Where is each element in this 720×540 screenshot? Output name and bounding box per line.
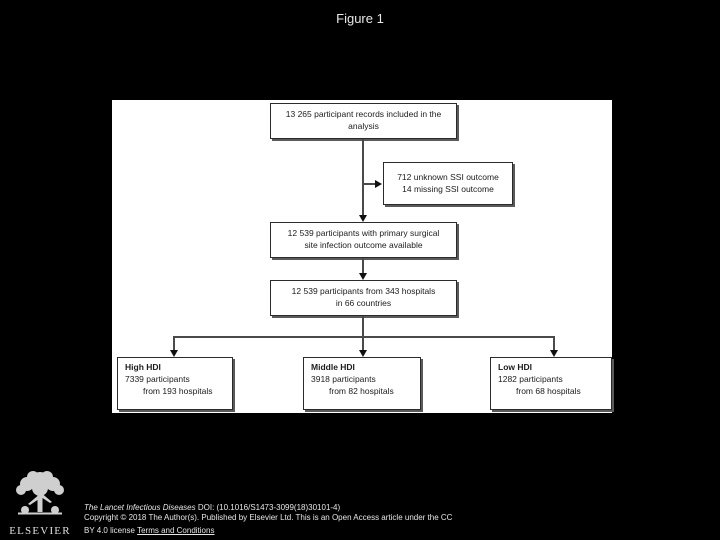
flowchart-box-middle-hdi: Middle HDI 3918 participants from 82 hos… <box>303 357 421 410</box>
connector-drop-high <box>173 336 175 350</box>
flowchart-box-high-hdi: High HDI 7339 participants from 193 hosp… <box>117 357 233 410</box>
box-line: 13 265 participant records included in t… <box>285 109 442 120</box>
box-line: 14 missing SSI outcome <box>402 183 494 194</box>
doi-text: DOI: (10.1016/S1473-3099(18)30101-4) <box>195 503 341 512</box>
box-line: from 82 hospitals <box>329 385 394 396</box>
connector-drop-middle <box>362 336 364 350</box>
box-line: 7339 participants <box>125 373 190 384</box>
box-line: 3918 participants <box>311 373 376 384</box>
box-line: from 193 hospitals <box>143 385 213 396</box>
license-prefix: BY 4.0 license <box>84 526 138 535</box>
elsevier-logo-text: ELSEVIER <box>9 525 71 537</box>
arrowhead-down-1 <box>359 215 367 222</box>
connector-branch-exclusion <box>363 183 376 185</box>
journal-name: The Lancet Infectious Diseases <box>84 503 196 512</box>
arrowhead-down-2 <box>359 273 367 280</box>
hdi-box-title: Low HDI <box>498 362 532 372</box>
connector-stem-3 <box>362 316 364 337</box>
connector-split-line <box>173 336 554 338</box>
box-line: from 68 hospitals <box>516 385 581 396</box>
hdi-box-title: High HDI <box>125 362 161 372</box>
box-line: 1282 participants <box>498 373 563 384</box>
box-line: 12 539 participants with primary surgica… <box>287 228 440 239</box>
arrowhead-down-middle <box>359 350 367 357</box>
connector-drop-low <box>553 336 555 350</box>
box-line: site infection outcome available <box>304 240 423 250</box>
flowchart-box-records-included: 13 265 participant records included in t… <box>270 103 457 139</box>
flowchart-box-primary-outcome: 12 539 participants with primary surgica… <box>270 222 457 258</box>
box-line: in 66 countries <box>335 298 392 308</box>
citation-license: BY 4.0 license Terms and Conditions <box>84 526 514 536</box>
flowchart-box-low-hdi: Low HDI 1282 participants from 68 hospit… <box>490 357 612 410</box>
citation-block: The Lancet Infectious Diseases DOI: (10.… <box>84 503 514 536</box>
terms-and-conditions-link[interactable]: Terms and Conditions <box>137 526 215 535</box>
arrowhead-down-low <box>550 350 558 357</box>
hdi-box-title: Middle HDI <box>311 362 355 372</box>
figure-title: Figure 1 <box>336 11 384 26</box>
citation-copyright: Copyright © 2018 The Author(s). Publishe… <box>84 512 453 522</box>
arrowhead-down-high <box>170 350 178 357</box>
citation-journal-doi: The Lancet Infectious Diseases DOI: (10.… <box>84 503 514 513</box>
flowchart-box-hospitals: 12 539 participants from 343 hospitals i… <box>270 280 457 316</box>
connector-stem-1 <box>362 139 364 215</box>
flowchart-box-exclusions: 712 unknown SSI outcome 14 missing SSI o… <box>383 162 513 205</box>
flowchart-panel: 13 265 participant records included in t… <box>112 100 612 413</box>
box-line: 712 unknown SSI outcome <box>397 171 499 182</box>
arrowhead-right-exclusion <box>375 180 382 188</box>
connector-stem-2 <box>362 258 364 273</box>
elsevier-tree-icon <box>12 471 68 522</box>
box-line: 12 539 participants from 343 hospitals <box>291 286 436 297</box>
box-line: analysis <box>348 121 379 131</box>
elsevier-logo: ELSEVIER <box>8 470 72 537</box>
